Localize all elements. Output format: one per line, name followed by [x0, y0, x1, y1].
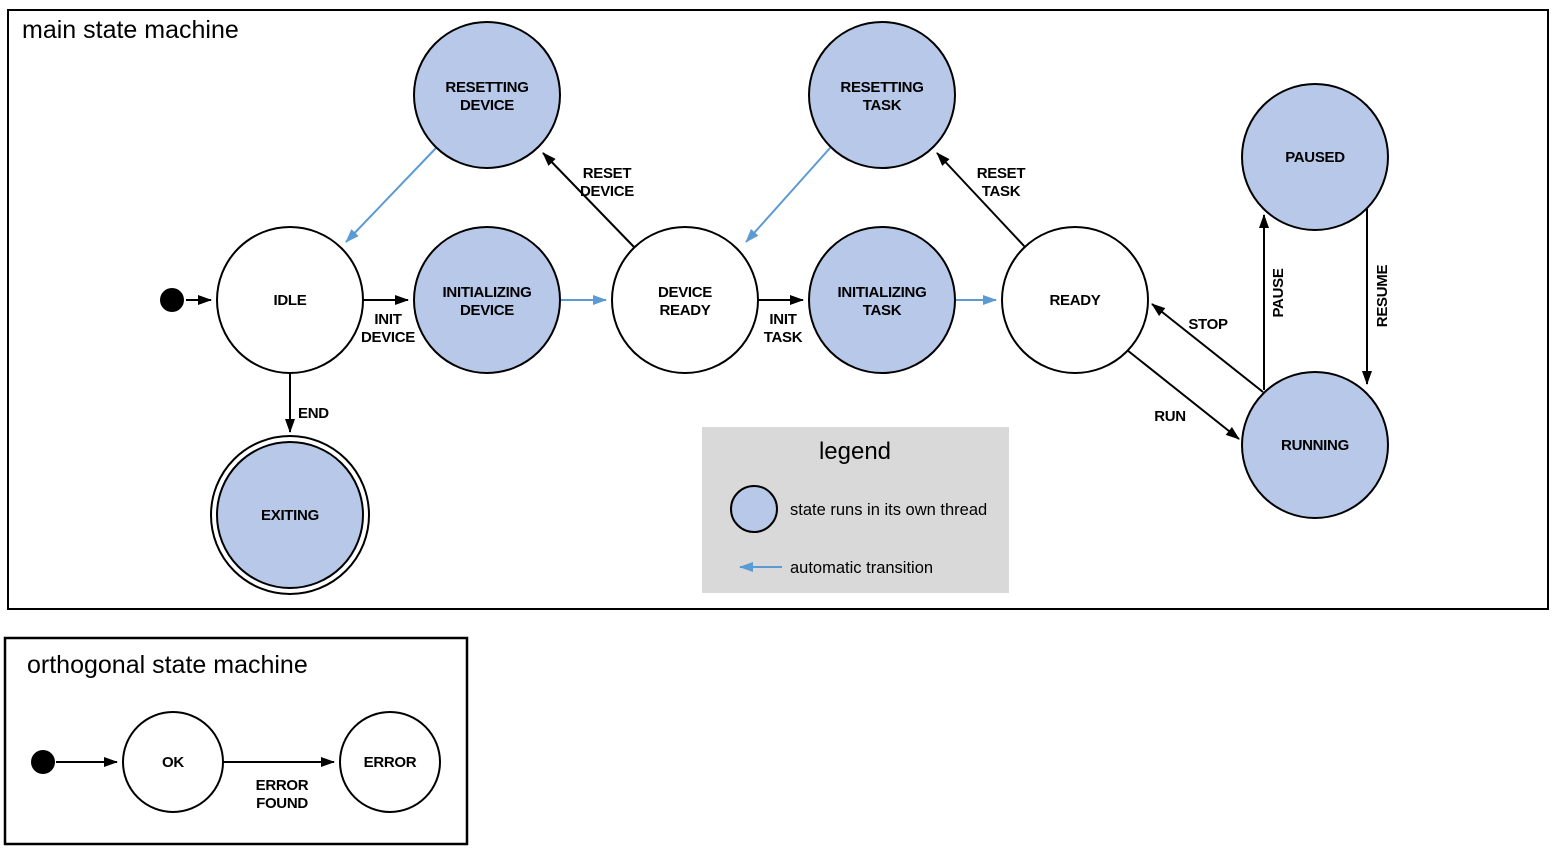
state-label-error: ERROR: [364, 754, 417, 771]
state-initializing-task: [808, 226, 956, 374]
state-label-initializing-task-1: INITIALIZING: [838, 284, 927, 301]
state-label-device-ready-1: DEVICE: [658, 284, 712, 301]
state-error: [339, 711, 441, 813]
ortho-initial-state-dot: [31, 750, 55, 774]
state-label-idle: IDLE: [274, 292, 307, 309]
state-label-initializing-device-2: DEVICE: [460, 302, 514, 319]
state-resetting-device: [413, 21, 561, 169]
legend: legend state runs in its own thread auto…: [702, 427, 1009, 593]
state-label-device-ready-2: READY: [659, 302, 710, 319]
transition-label-pause: PAUSE: [1270, 268, 1287, 317]
transition-label-stop: STOP: [1188, 316, 1228, 333]
state-label-resetting-device-1: RESETTING: [445, 79, 528, 96]
state-label-resetting-device-2: DEVICE: [460, 97, 514, 114]
transition-device-ready-to-resetting-device: [542, 152, 635, 248]
orthogonal-machine-title: orthogonal state machine: [27, 651, 308, 679]
transition-label-end: END: [298, 405, 329, 422]
state-label-ok: OK: [162, 754, 184, 771]
initial-state-dot: [160, 288, 184, 312]
legend-title: legend: [819, 438, 891, 465]
transition-auto-resetting-task-to-device-ready: [745, 147, 831, 243]
state-initializing-device: [413, 226, 561, 374]
transition-ready-to-running-run: [1126, 349, 1240, 440]
state-paused: [1241, 83, 1389, 231]
state-running: [1241, 371, 1389, 519]
state-ready: [1001, 226, 1149, 374]
transition-label-reset-device-2: DEVICE: [580, 183, 634, 200]
state-label-ready: READY: [1049, 292, 1100, 309]
transition-label-init-task-1: INIT: [769, 311, 796, 328]
orthogonal-state-machine: orthogonal state machine OK ERROR ERROR …: [3, 636, 469, 846]
transition-label-run: RUN: [1154, 408, 1186, 425]
state-exiting: [216, 441, 364, 589]
transition-ready-to-resetting-task: [936, 152, 1026, 248]
state-label-initializing-device-1: INITIALIZING: [443, 284, 532, 301]
transition-label-init-device-1: INIT: [374, 311, 401, 328]
legend-threaded-state-label: state runs in its own thread: [790, 501, 987, 519]
transition-label-init-task-2: TASK: [764, 329, 803, 346]
transition-label-reset-device-1: RESET: [583, 165, 632, 182]
main-machine-states: [160, 21, 1389, 595]
main-machine-state-labels: IDLE RESETTING DEVICE INITIALIZING DEVIC…: [261, 79, 1349, 524]
state-label-initializing-task-2: TASK: [863, 302, 902, 319]
state-label-exiting: EXITING: [261, 507, 319, 524]
legend-threaded-state-icon: [730, 485, 778, 533]
transition-auto-resetting-device-to-idle: [345, 147, 437, 243]
transition-label-reset-task-2: TASK: [982, 183, 1021, 200]
state-label-running: RUNNING: [1281, 437, 1349, 454]
legend-automatic-transition-label: automatic transition: [790, 559, 933, 577]
transition-label-resume: RESUME: [1374, 265, 1391, 328]
main-machine-transition-labels: INIT DEVICE RESET DEVICE INIT TASK RESET…: [298, 165, 1391, 425]
state-resetting-task: [808, 21, 956, 169]
main-machine-title: main state machine: [22, 16, 239, 44]
state-label-resetting-task-1: RESETTING: [840, 79, 923, 96]
state-idle: [216, 226, 364, 374]
state-label-paused: PAUSED: [1285, 149, 1345, 166]
transition-label-error-found-1: ERROR: [256, 777, 309, 794]
main-machine-transitions: [186, 147, 1372, 440]
state-ok: [122, 711, 224, 813]
transition-label-reset-task-1: RESET: [977, 165, 1026, 182]
main-state-machine: main state machine: [7, 9, 1549, 610]
transition-running-to-ready-stop: [1151, 303, 1264, 393]
transition-label-error-found-2: FOUND: [256, 795, 308, 812]
state-label-resetting-task-2: TASK: [863, 97, 902, 114]
state-device-ready: [611, 226, 759, 374]
transition-label-init-device-2: DEVICE: [361, 329, 415, 346]
